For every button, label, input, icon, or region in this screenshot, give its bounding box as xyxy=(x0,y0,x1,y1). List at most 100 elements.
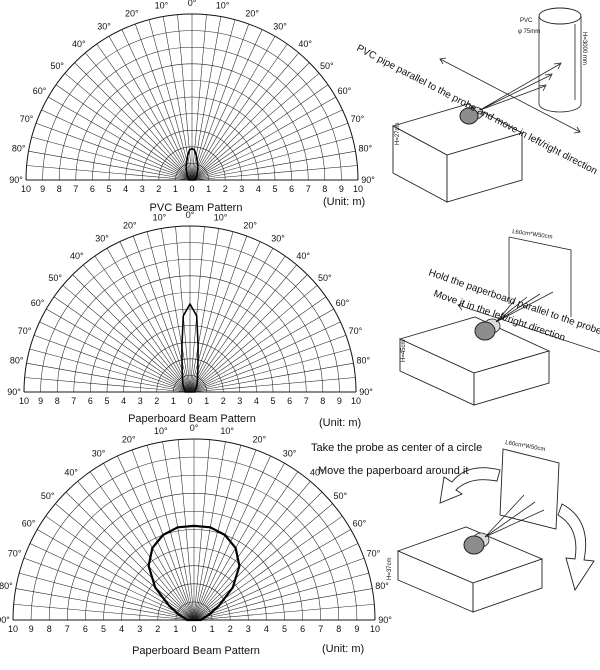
angle-spoke xyxy=(193,441,226,621)
polar-plot-pvc: 0°10°10°20°20°30°30°40°40°50°50°60°60°70… xyxy=(9,0,375,194)
distance-tick-label: 6 xyxy=(300,624,305,634)
angle-label: 60° xyxy=(33,86,47,96)
distance-tick-label: 2 xyxy=(223,184,228,194)
distance-tick-label: 5 xyxy=(282,624,287,634)
angle-label: 60° xyxy=(338,86,352,96)
beam-pattern-lobe xyxy=(185,147,199,181)
angle-label: 80° xyxy=(10,355,24,365)
angle-label: 50° xyxy=(50,61,64,71)
angle-spoke xyxy=(41,109,193,181)
instruction-text-line1: Take the probe as center of a circle xyxy=(311,442,482,454)
plot-title: Paperboard Beam Pattern xyxy=(128,413,256,425)
distance-tick-label: 5 xyxy=(104,396,109,406)
distance-tick-label: 5 xyxy=(270,396,275,406)
angle-spoke xyxy=(31,136,193,181)
angle-spoke xyxy=(26,165,193,181)
angle-label: 70° xyxy=(349,326,363,336)
angle-spoke xyxy=(39,321,191,393)
angle-label: 80° xyxy=(0,581,13,591)
angle-spoke xyxy=(193,603,375,621)
angle-spoke xyxy=(33,334,191,393)
angle-label: 20° xyxy=(125,9,139,19)
angle-spoke xyxy=(189,296,327,393)
distance-tick-label: 5 xyxy=(272,184,277,194)
distance-tick-label: 10 xyxy=(351,396,361,406)
distance-tick-label: 1 xyxy=(171,396,176,406)
angle-spoke xyxy=(189,348,351,393)
distance-tick-label: 3 xyxy=(237,396,242,406)
distance-tick-label: 0 xyxy=(191,624,196,634)
angle-spoke xyxy=(15,588,195,621)
distance-tick-label: 4 xyxy=(254,396,259,406)
angle-label: 10° xyxy=(154,426,168,436)
pvc-pipe-top xyxy=(538,7,582,25)
angle-label: 60° xyxy=(336,298,350,308)
angle-spoke xyxy=(189,228,220,393)
base-height-label: H=27cm xyxy=(395,122,401,145)
angle-spoke xyxy=(74,62,193,181)
distance-tick-label: 7 xyxy=(304,396,309,406)
distance-tick-label: 2 xyxy=(155,624,160,634)
rotate-arrow-left xyxy=(439,467,501,504)
angle-spoke xyxy=(19,572,195,621)
distance-tick-label: 0 xyxy=(187,396,192,406)
distance-tick-label: 6 xyxy=(90,184,95,194)
angle-spoke xyxy=(23,557,195,621)
angle-spoke xyxy=(64,73,193,181)
angle-spoke xyxy=(191,96,336,181)
angle-spoke xyxy=(121,29,193,181)
angle-spoke xyxy=(103,463,195,621)
angle-spoke xyxy=(191,52,299,181)
distance-tick-label: 2 xyxy=(154,396,159,406)
angle-label: 90° xyxy=(361,175,375,185)
angle-label: 90° xyxy=(7,387,21,397)
angle-label: 10° xyxy=(220,426,234,436)
distance-tick-label: 9 xyxy=(38,396,43,406)
distance-tick-label: 9 xyxy=(339,184,344,194)
angle-label: 90° xyxy=(9,175,23,185)
angle-label: 20° xyxy=(253,435,267,445)
angle-label: 50° xyxy=(320,61,334,71)
beam-pattern-lobe xyxy=(181,303,199,393)
angle-spoke xyxy=(189,255,286,393)
angle-spoke xyxy=(65,491,195,621)
angle-spoke xyxy=(191,62,310,181)
angle-label: 20° xyxy=(243,221,257,231)
angle-label: 70° xyxy=(20,114,34,124)
angle-label: 30° xyxy=(283,449,297,459)
angle-label: 60° xyxy=(22,519,36,529)
angle-spoke xyxy=(162,16,193,181)
angle-spoke xyxy=(189,377,356,393)
angle-label: 10° xyxy=(214,213,228,223)
distance-tick-label: 1 xyxy=(173,184,178,194)
angle-label: 80° xyxy=(375,581,389,591)
angle-label: 30° xyxy=(95,234,109,244)
distance-tick-label: 6 xyxy=(83,624,88,634)
angle-label: 80° xyxy=(12,143,26,153)
angle-label: 60° xyxy=(353,519,367,529)
distance-tick-label: 7 xyxy=(65,624,70,634)
move-arrow-line xyxy=(439,58,581,133)
angle-spoke xyxy=(193,557,365,621)
angle-spoke xyxy=(191,136,353,181)
angle-label: 20° xyxy=(123,221,137,231)
angle-spoke xyxy=(189,334,347,393)
distance-tick-label: 10 xyxy=(8,624,18,634)
angle-label: 20° xyxy=(245,9,259,19)
distance-tick-label: 2 xyxy=(156,184,161,194)
angle-spoke xyxy=(193,445,242,621)
unit-label: (Unit: m) xyxy=(322,643,364,655)
distance-tick-label: 9 xyxy=(337,396,342,406)
distance-tick-label: 8 xyxy=(57,184,62,194)
angle-spoke xyxy=(191,165,358,181)
angle-spoke xyxy=(46,308,191,393)
distance-tick-label: 1 xyxy=(204,396,209,406)
distance-tick-label: 5 xyxy=(106,184,111,194)
distance-tick-label: 6 xyxy=(289,184,294,194)
distance-tick-label: 9 xyxy=(354,624,359,634)
angle-spoke xyxy=(191,19,236,181)
angle-spoke xyxy=(191,23,250,181)
angle-spoke xyxy=(53,296,191,393)
angle-label: 50° xyxy=(334,491,348,501)
angle-spoke xyxy=(26,362,191,393)
